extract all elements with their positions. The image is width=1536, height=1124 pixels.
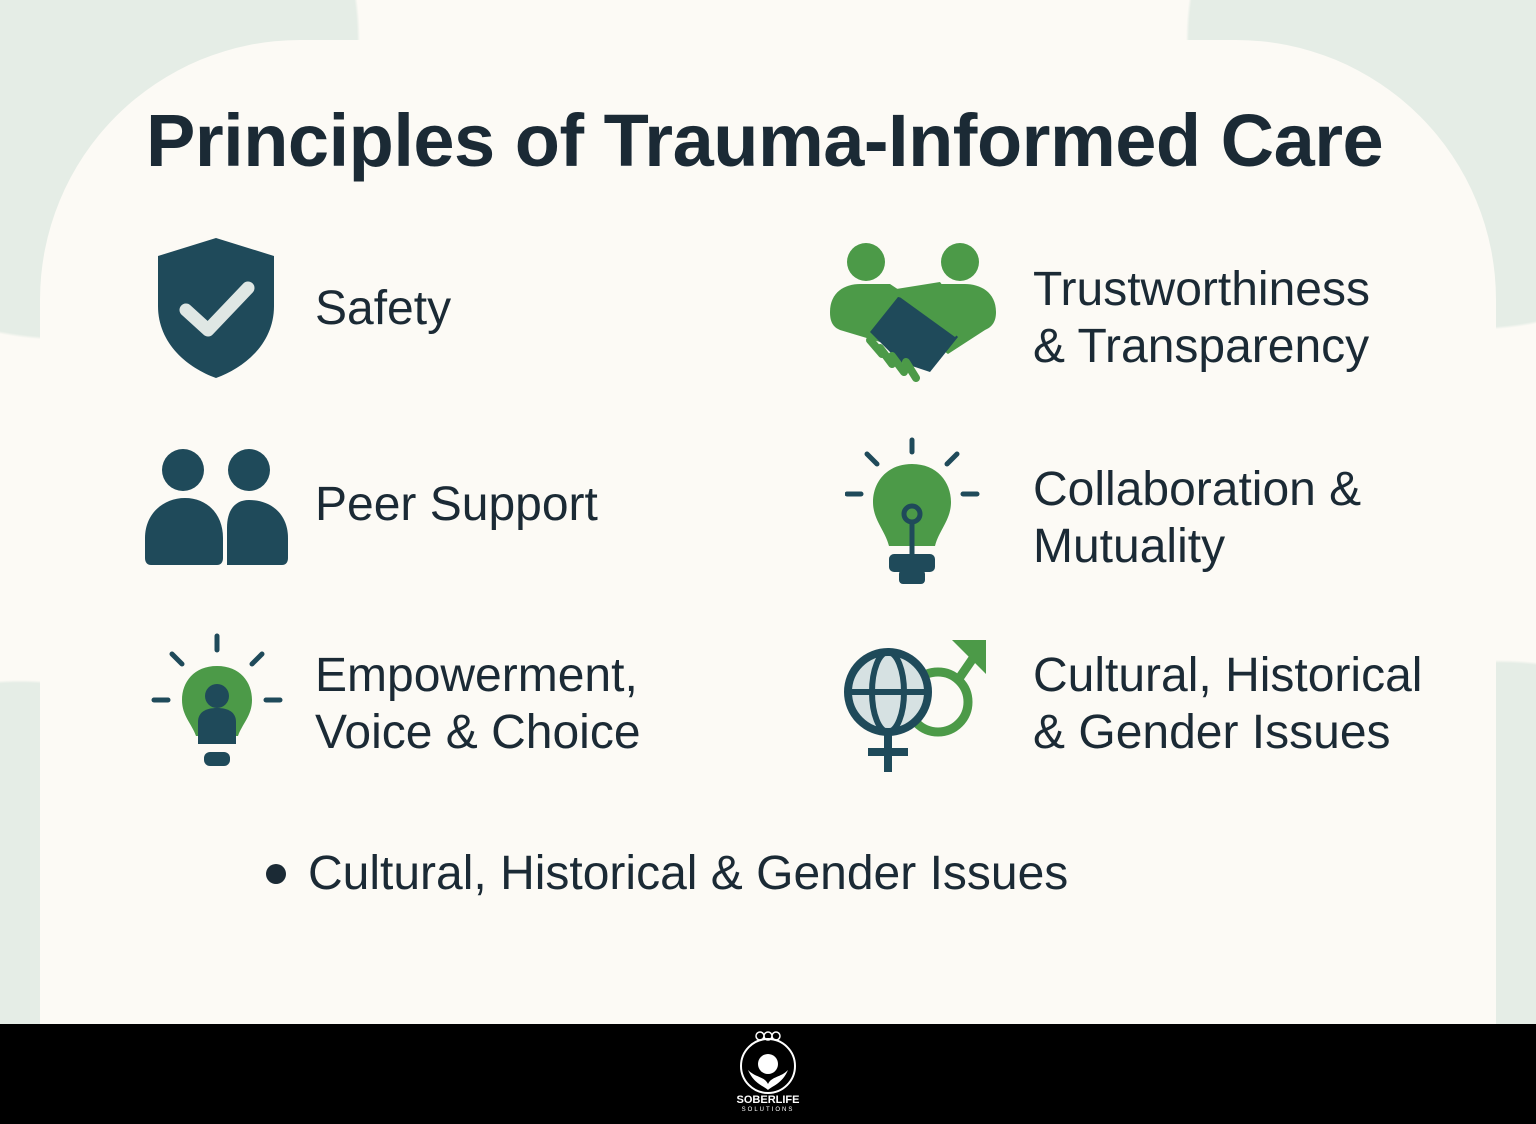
principle-label-collaboration: Collaboration &Mutuality (1033, 461, 1361, 575)
footer-bar: SOBERLIFE SOLUTIONS (0, 1024, 1536, 1124)
label-line: Voice & Choice (315, 706, 641, 759)
label-line: Collaboration & (1033, 463, 1362, 516)
principle-label-safety: Safety (315, 280, 451, 337)
label-line: & Gender Issues (1033, 706, 1391, 759)
globe-gender-icon (844, 640, 986, 772)
bullet-text: Cultural, Historical & Gender Issues (308, 847, 1069, 900)
bullet-dot (266, 864, 286, 884)
principle-label-empowerment: Empowerment,Voice & Choice (315, 647, 641, 761)
shield-check-icon (158, 238, 274, 378)
logo-sub: SOLUTIONS (741, 1107, 795, 1113)
label-line: & Transparency (1033, 320, 1370, 373)
label-line: Safety (315, 282, 452, 335)
lightbulb-person-icon (151, 633, 283, 766)
principle-label-peer-support: Peer Support (315, 476, 598, 533)
soberlife-logo (740, 1031, 796, 1094)
principle-label-trust: Trustworthiness& Transparency (1033, 261, 1370, 375)
principle-label-cultural: Cultural, Historical& Gender Issues (1033, 647, 1422, 761)
page-title: Principles of Trauma-Informed Care (146, 99, 1384, 182)
label-line: Peer Support (315, 478, 598, 531)
label-line: Cultural, Historical (1033, 649, 1423, 702)
label-line: Empowerment, (315, 649, 638, 702)
people-icon (145, 449, 288, 565)
handshake-icon (830, 243, 996, 382)
label-line: Trustworthiness (1033, 263, 1370, 316)
label-line: Mutuality (1033, 520, 1226, 573)
logo-name: SOBERLIFE (736, 1094, 800, 1106)
lightbulb-icon (845, 437, 980, 584)
